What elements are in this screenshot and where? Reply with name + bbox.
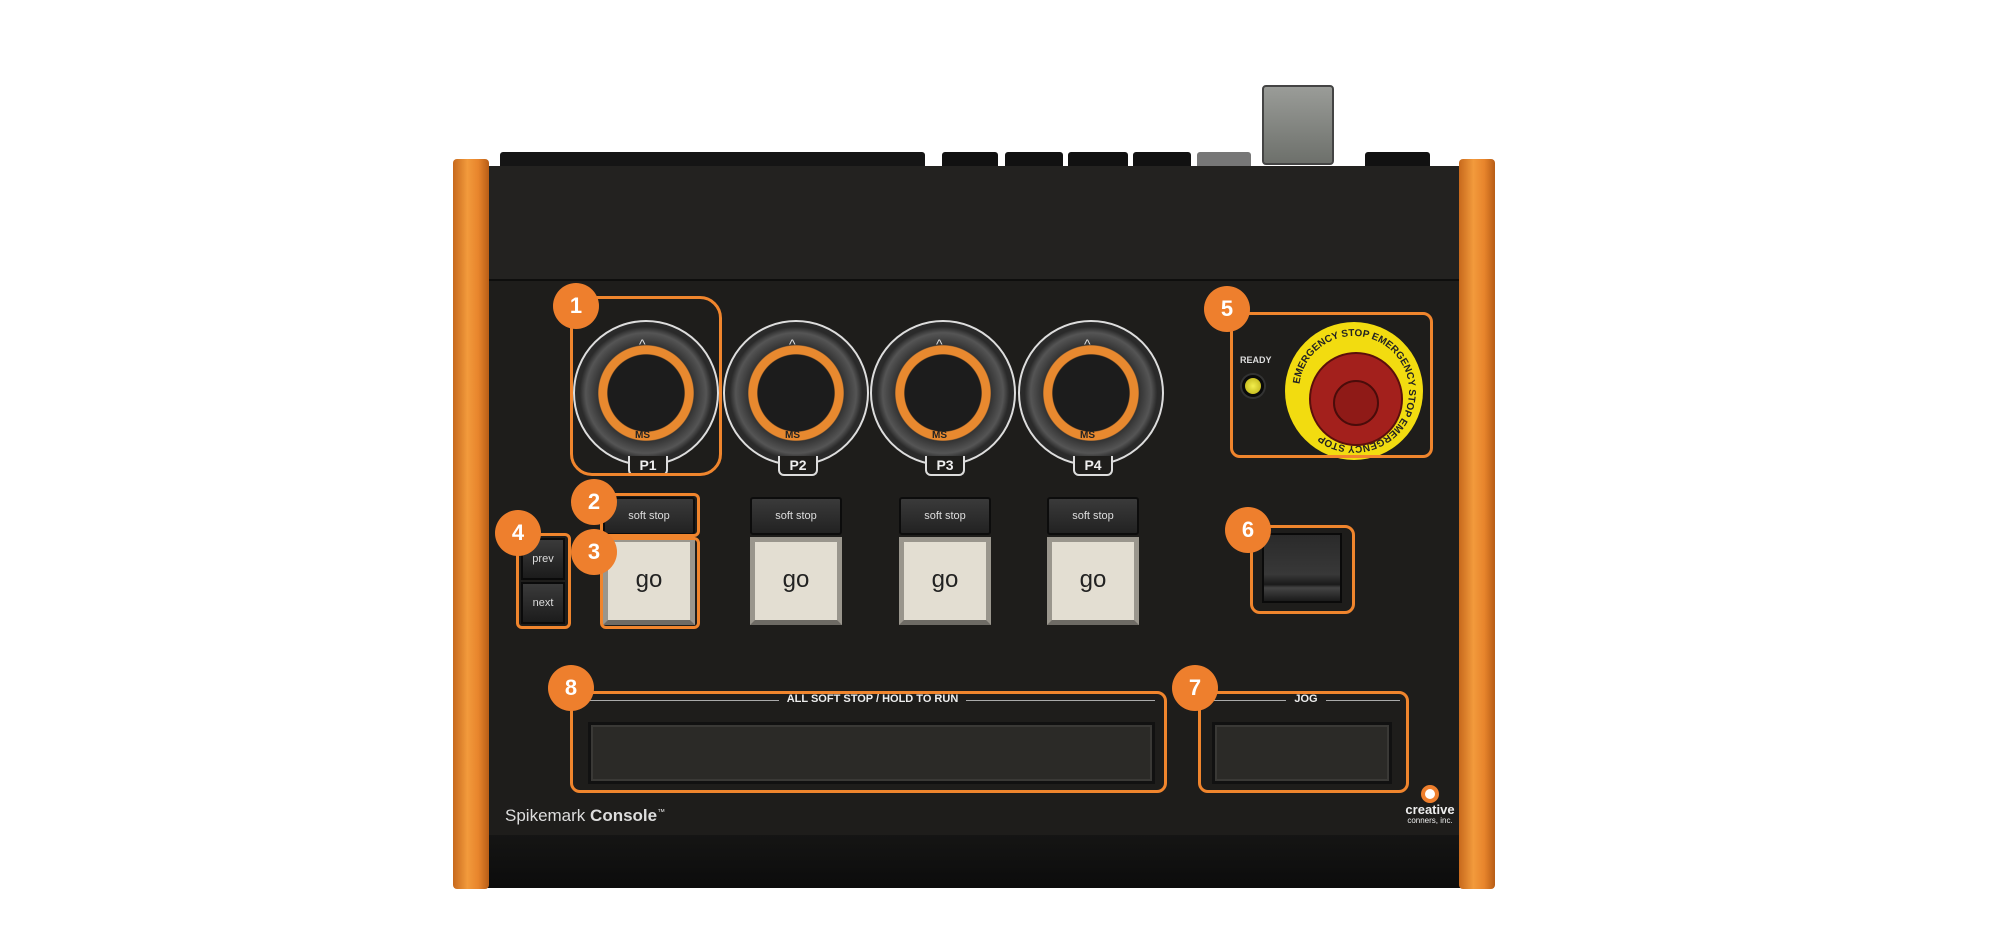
rear-connector xyxy=(1197,152,1251,168)
callout-box-8 xyxy=(570,691,1167,793)
soft-stop-button-p4[interactable]: soft stop xyxy=(1047,497,1139,535)
callout-badge: 3 xyxy=(571,529,617,575)
knob-marker: MS xyxy=(785,430,800,441)
console-top-panel xyxy=(486,166,1462,281)
rear-connector xyxy=(942,152,998,168)
creative-conners-logo: creative conners, inc. xyxy=(1395,785,1465,825)
knob-p4[interactable]: ^ MS P4 xyxy=(1018,320,1164,476)
brand-wordmark: Spikemark Console™ xyxy=(505,806,665,826)
all-soft-stop-hold-to-run-bar[interactable] xyxy=(588,722,1155,784)
go-button-p1[interactable]: go xyxy=(603,537,695,625)
callout-badge: 2 xyxy=(571,479,617,525)
knob-label: P2 xyxy=(778,456,818,476)
callout-box-4 xyxy=(516,533,571,629)
rear-connector xyxy=(1365,152,1430,168)
callout-box-1 xyxy=(570,296,722,476)
logo-text: creative xyxy=(1405,802,1455,817)
callout-box-6 xyxy=(1250,525,1355,614)
caret-icon: ^ xyxy=(789,336,796,352)
logo-subtext: conners, inc. xyxy=(1407,816,1453,825)
go-button-p3[interactable]: go xyxy=(899,537,991,625)
soft-stop-button-p3[interactable]: soft stop xyxy=(899,497,991,535)
knob-p2[interactable]: ^ MS P2 xyxy=(723,320,869,476)
knob-label: P3 xyxy=(925,456,965,476)
go-button-p2[interactable]: go xyxy=(750,537,842,625)
knob-marker: MS xyxy=(635,430,650,441)
callout-badge: 6 xyxy=(1225,507,1271,553)
rear-connector xyxy=(1068,152,1128,168)
console-front-edge xyxy=(486,835,1462,888)
estop-center xyxy=(1333,380,1379,426)
callout-box-5 xyxy=(1230,312,1433,458)
caret-icon: ^ xyxy=(936,336,943,352)
brand-bold: Console xyxy=(590,806,658,825)
multipin-connector xyxy=(1262,85,1334,165)
callout-badge: 1 xyxy=(553,283,599,329)
jog-bar[interactable] xyxy=(1212,722,1392,784)
caret-icon: ^ xyxy=(1084,336,1091,352)
go-button-p4[interactable]: go xyxy=(1047,537,1139,625)
caret-icon: ^ xyxy=(639,336,646,352)
soft-stop-button-p2[interactable]: soft stop xyxy=(750,497,842,535)
logo-icon xyxy=(1421,785,1439,803)
brand-light: Spikemark xyxy=(505,806,586,825)
callout-badge: 7 xyxy=(1172,665,1218,711)
ready-label: READY xyxy=(1240,355,1272,365)
rear-connector xyxy=(500,152,925,168)
trademark: ™ xyxy=(657,807,666,817)
knob-marker: MS xyxy=(1080,430,1095,441)
left-end-cap xyxy=(453,159,489,889)
ready-led xyxy=(1242,375,1264,397)
callout-badge: 4 xyxy=(495,510,541,556)
right-end-cap xyxy=(1459,159,1495,889)
soft-stop-button-p1[interactable]: soft stop xyxy=(603,497,695,535)
jog-header: JOG xyxy=(1212,693,1400,714)
emergency-stop-button[interactable]: EMERGENCY STOP EMERGENCY STOP EMERGENCY … xyxy=(1283,320,1425,462)
callout-box-7 xyxy=(1198,691,1409,793)
next-button[interactable]: next xyxy=(521,582,565,624)
callout-badge: 5 xyxy=(1204,286,1250,332)
callout-badge: 8 xyxy=(548,665,594,711)
knob-marker: MS xyxy=(932,430,947,441)
all-soft-stop-header: ALL SOFT STOP / HOLD TO RUN xyxy=(590,693,1155,714)
callout-box-3 xyxy=(600,537,700,629)
rocker-switch[interactable] xyxy=(1262,533,1342,603)
rear-connector xyxy=(1133,152,1191,168)
knob-label: P4 xyxy=(1073,456,1113,476)
knob-p3[interactable]: ^ MS P3 xyxy=(870,320,1016,476)
rear-connector xyxy=(1005,152,1063,168)
